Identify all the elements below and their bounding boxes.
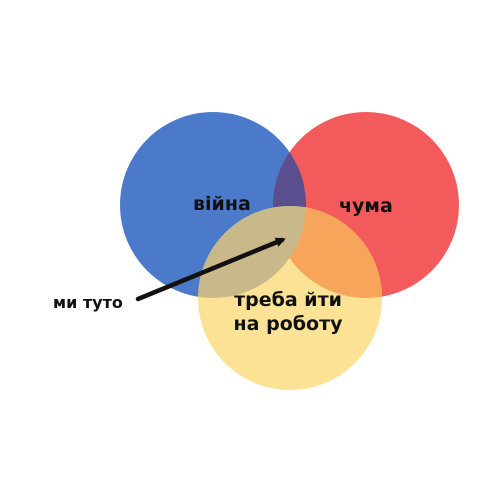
- overlap-plague-work-group: [273, 206, 382, 298]
- pointer-label: ми туто: [53, 293, 123, 312]
- overlap-war-work-group: [198, 206, 306, 298]
- set-label-work: треба йти на роботу: [233, 289, 343, 335]
- pointer-arrow: [135, 237, 286, 302]
- overlap-war-work: [198, 206, 306, 298]
- overlap-plague-work: [273, 206, 382, 298]
- set-label-plague: чума: [339, 195, 393, 217]
- set-label-war: війна: [193, 193, 251, 215]
